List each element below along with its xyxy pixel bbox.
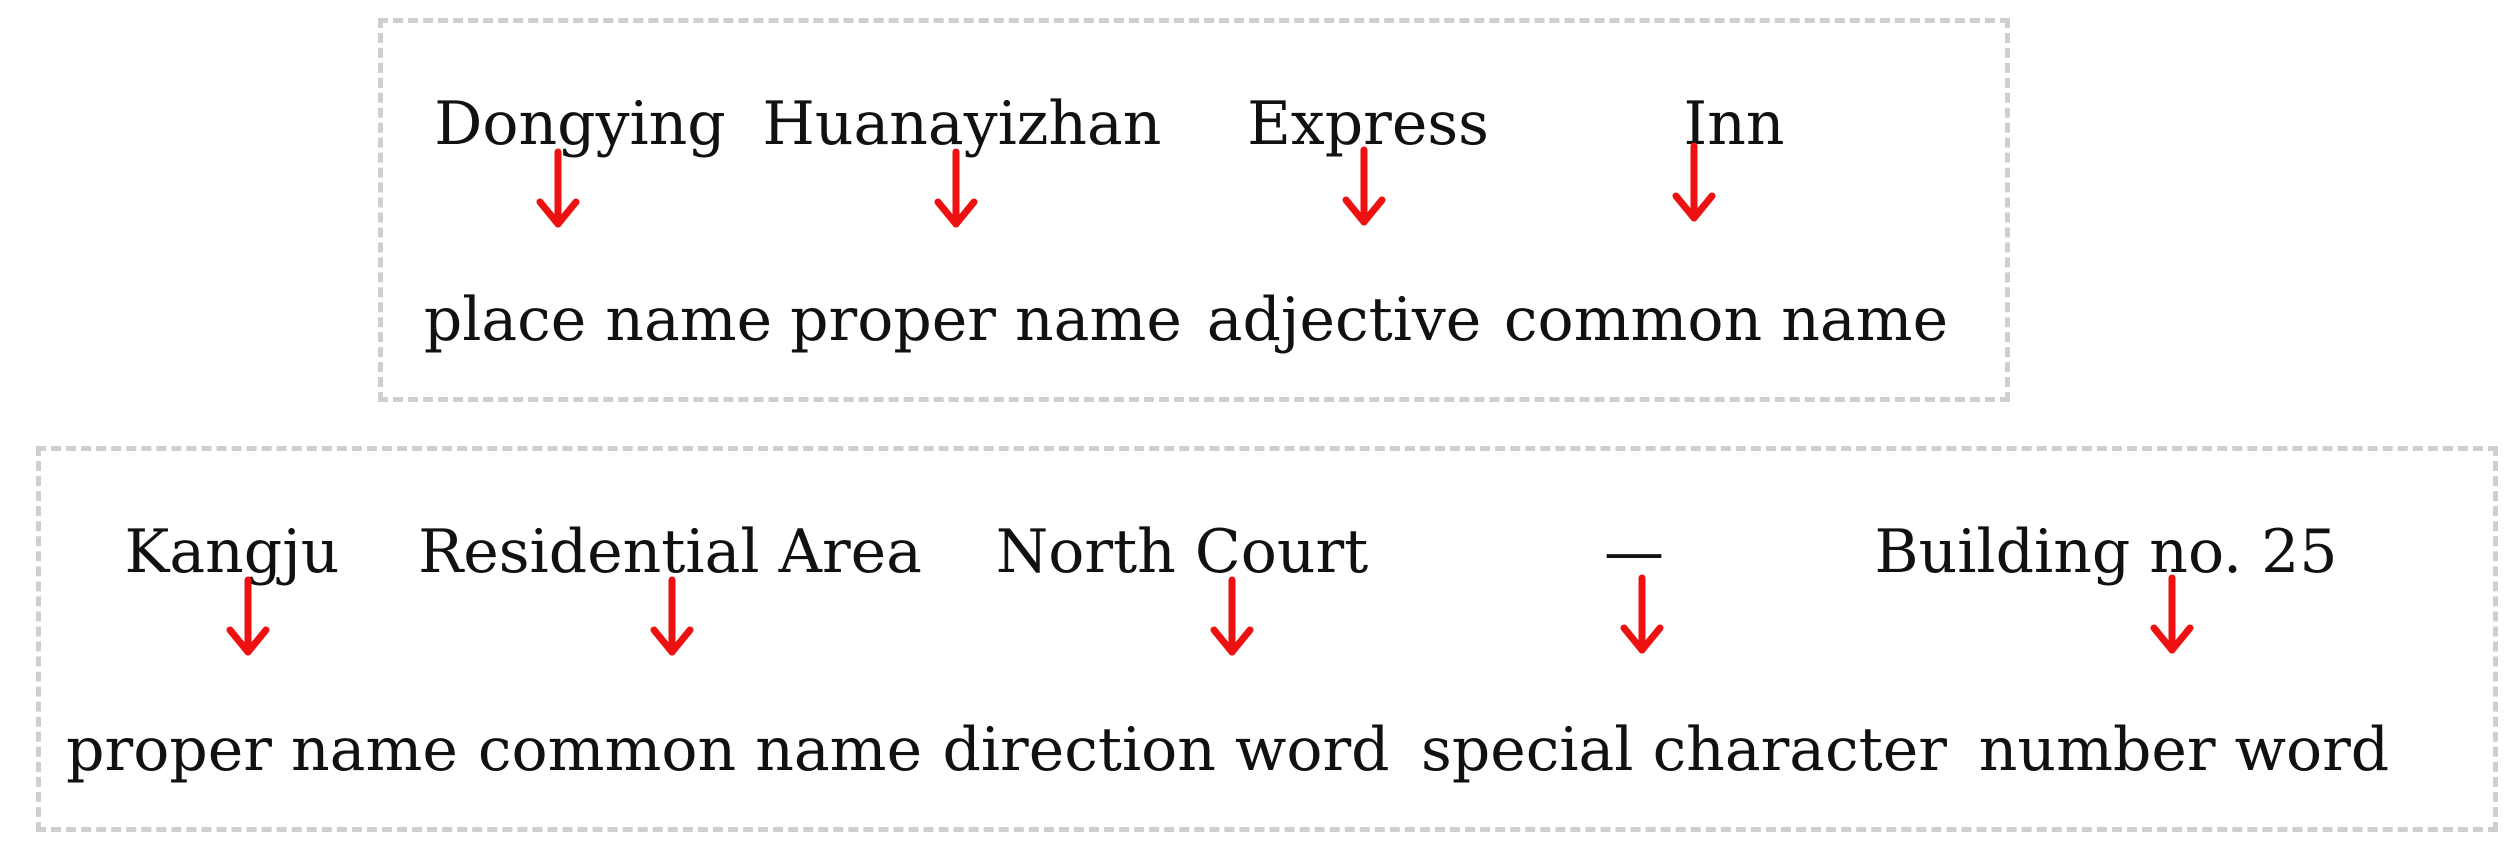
ex2-word-2: Residential Area — [418, 517, 922, 587]
ex1-arrow-1 — [536, 148, 580, 228]
ex1-word-1: Dongying — [434, 89, 726, 159]
ex1-tag-4: common name — [1503, 285, 1949, 355]
ex2-word-4: — — [1604, 517, 1664, 587]
ex2-arrow-1 — [226, 576, 270, 656]
ex2-arrow-2 — [650, 576, 694, 656]
ex2-tag-3: direction word — [942, 715, 1390, 785]
ex2-tag-2: common name — [477, 715, 923, 785]
ex2-tag-1: proper name — [66, 715, 458, 785]
ex2-tag-5: number word — [1978, 715, 2390, 785]
ex1-word-2: Huanayizhan — [762, 89, 1162, 159]
ex1-word-3: Express — [1247, 89, 1489, 159]
ex1-arrow-4 — [1672, 142, 1716, 222]
ex1-tag-2: proper name — [790, 285, 1182, 355]
ex2-tag-4: special character — [1421, 715, 1947, 785]
ex2-word-1: Kangju — [124, 517, 340, 587]
ex2-word-3: North Court — [995, 517, 1369, 587]
ex1-tag-3: adjective — [1206, 285, 1482, 355]
ex1-arrow-2 — [934, 148, 978, 228]
ex2-arrow-5 — [2150, 574, 2194, 654]
ex2-arrow-3 — [1210, 576, 1254, 656]
ex2-arrow-4 — [1620, 574, 1664, 654]
ex2-word-5: Building no. 25 — [1874, 517, 2338, 587]
ex1-arrow-3 — [1342, 146, 1386, 226]
ex1-tag-1: place name — [423, 285, 773, 355]
example-2-box — [36, 446, 2498, 832]
example-1-box — [378, 18, 2010, 402]
ex1-word-4: Inn — [1683, 89, 1785, 159]
